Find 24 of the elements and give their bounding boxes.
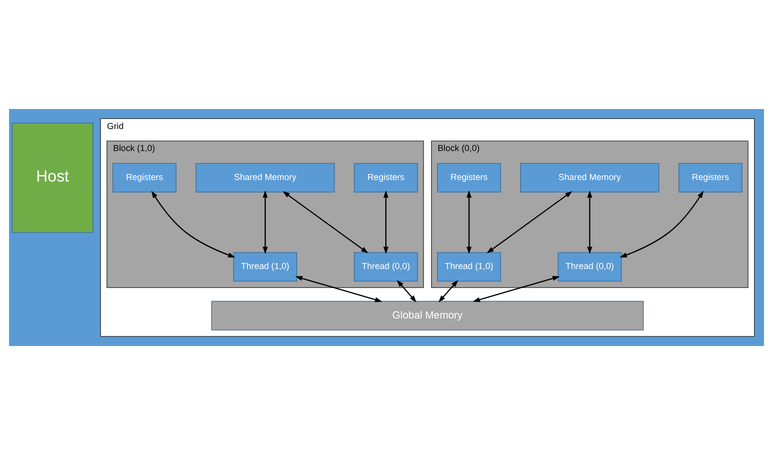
arrow — [295, 276, 382, 302]
arrow — [466, 190, 472, 254]
arrow — [486, 191, 572, 254]
node-box: Registers — [678, 162, 742, 193]
node-box: Registers — [354, 162, 418, 193]
node-box: Registers — [437, 162, 501, 193]
node-box: Thread (1,0) — [437, 252, 501, 282]
arrow — [472, 276, 560, 302]
node-box: Thread (1,0) — [233, 252, 298, 282]
arrow — [151, 190, 236, 258]
node-box: Global Memory — [211, 300, 644, 330]
node-box: Thread (0,0) — [558, 252, 622, 282]
node-box: Shared Memory — [520, 162, 660, 193]
arrow — [383, 190, 388, 254]
arrow — [396, 280, 417, 302]
arrow — [620, 190, 704, 258]
arrow — [282, 191, 368, 254]
node-box: Thread (0,0) — [354, 252, 418, 282]
arrow — [262, 190, 268, 254]
arrow — [438, 280, 458, 302]
node-box: Registers — [112, 162, 176, 193]
node-box: Host — [12, 122, 94, 233]
arrow — [587, 190, 592, 254]
node-box: Shared Memory — [196, 162, 335, 193]
